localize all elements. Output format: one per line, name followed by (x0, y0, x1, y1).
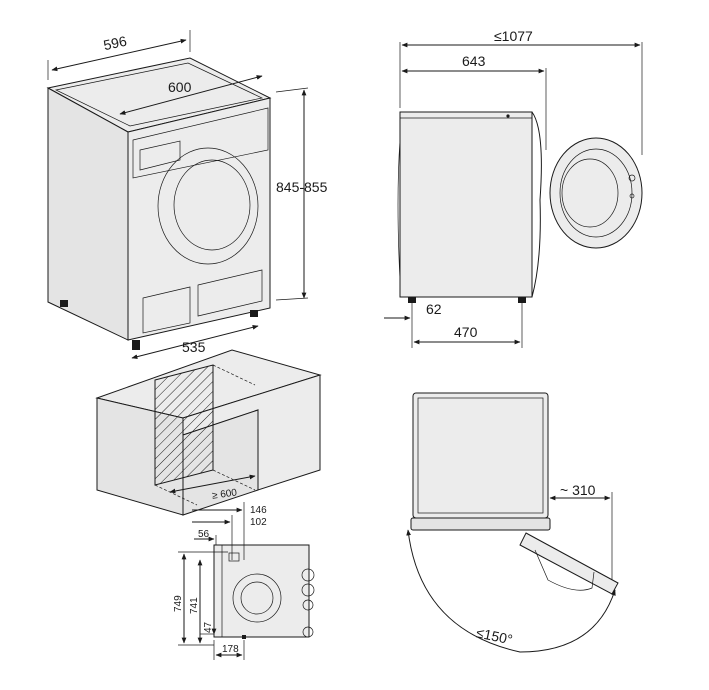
label-47: 47 (203, 621, 214, 633)
countertop-niche: ≥ 600 (95, 349, 322, 516)
label-le-150-deg: ≤150° (475, 624, 514, 647)
washer-door (157, 147, 259, 265)
rear-panel (213, 544, 310, 638)
label-741: 741 (189, 597, 200, 614)
label-178: 178 (222, 644, 239, 655)
lower-panel-right (197, 269, 263, 317)
connection-view: 146 102 56 749 741 47 178 (173, 502, 315, 660)
control-display (139, 140, 181, 171)
label-845-855: 845-855 (276, 179, 328, 195)
top-view: ~ 310 ≤150° (406, 392, 619, 653)
niche-hatch (154, 364, 214, 486)
top-view-body (412, 392, 549, 519)
label-600: 600 (168, 79, 192, 95)
label-596: 596 (102, 33, 128, 54)
lower-panel-left (142, 286, 191, 334)
label-146: 146 (250, 505, 267, 516)
label-749: 749 (173, 595, 184, 612)
washer-front (127, 97, 271, 341)
side-body (399, 111, 533, 298)
label-ge-600: ≥ 600 (211, 487, 238, 501)
label-643: 643 (462, 53, 486, 69)
label-535: 535 (182, 339, 206, 355)
label-102: 102 (250, 517, 267, 528)
label-62: 62 (426, 301, 442, 317)
open-door (549, 137, 643, 249)
top-view-door (519, 532, 619, 595)
label-le-1077: ≤1077 (494, 28, 533, 44)
side-view: ≤1077 643 62 470 (384, 28, 643, 348)
isometric-washer: 596 600 845-855 535 (46, 30, 328, 359)
label-56: 56 (198, 529, 210, 540)
label-310: ~ 310 (560, 482, 596, 498)
top-view-panel (410, 517, 551, 531)
label-470: 470 (454, 324, 478, 340)
